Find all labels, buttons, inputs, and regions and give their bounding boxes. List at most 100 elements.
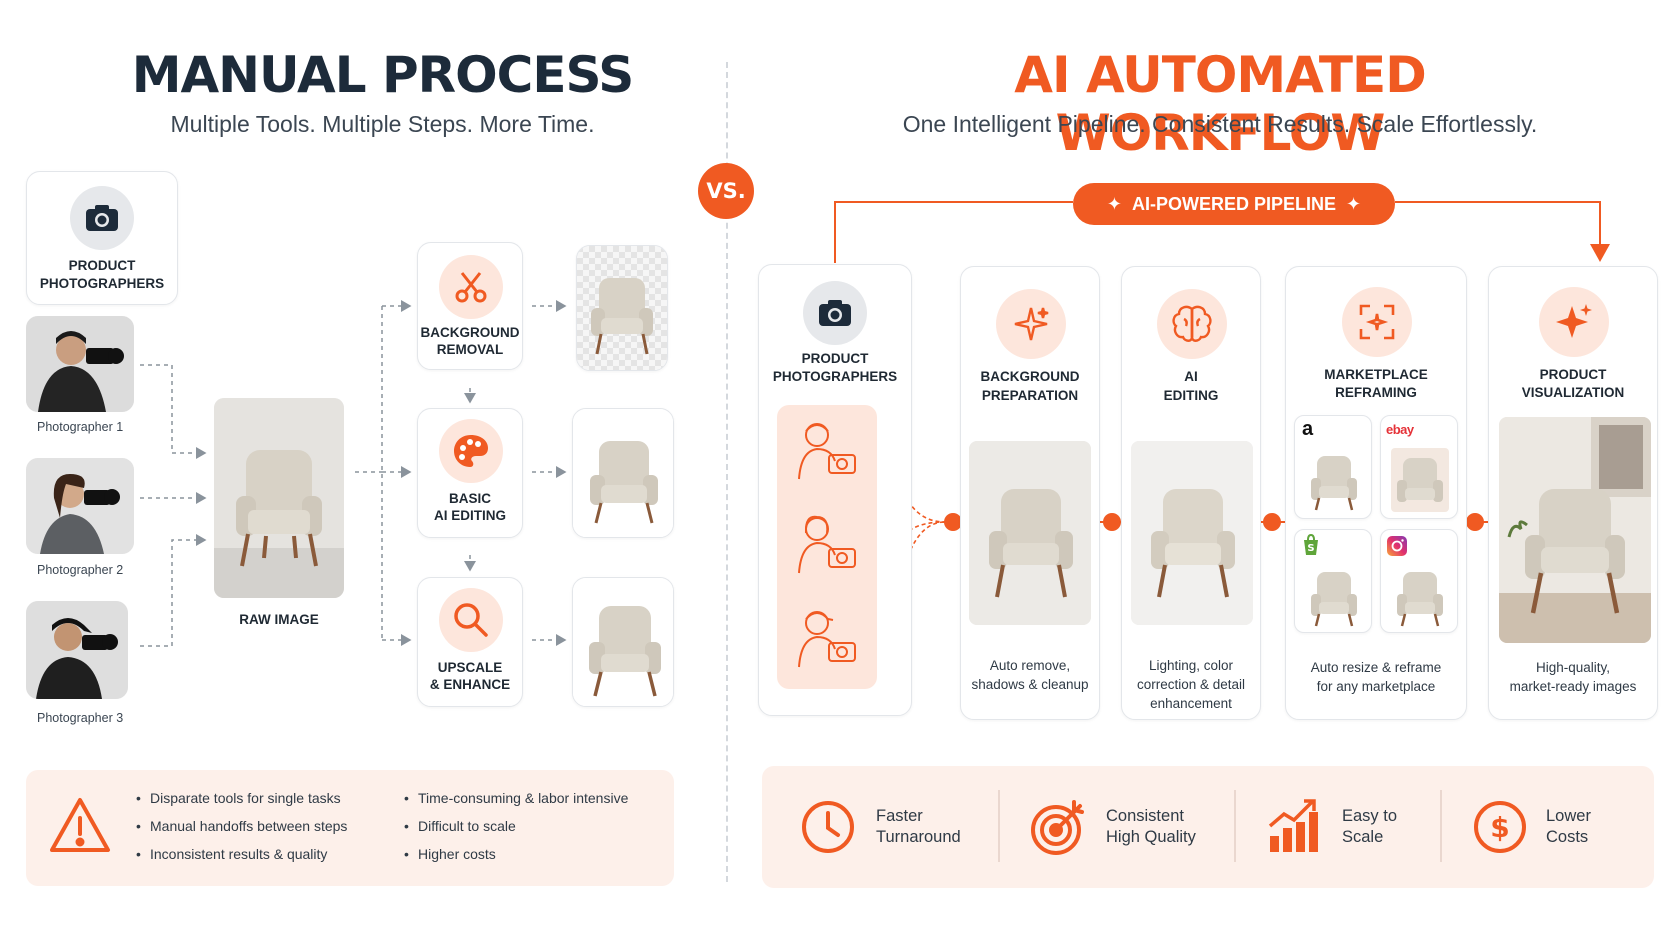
pipeline-label: AI-POWERED PIPELINE [1131, 193, 1337, 214]
ai-stage-ai-editing[interactable]: AI EDITING Lighting, color correction & … [1121, 266, 1261, 720]
ai-pipeline-pill: ✦ AI-POWERED PIPELINE ✦ [1073, 183, 1395, 225]
stage-1-desc-2: shadows & cleanup [971, 677, 1089, 692]
stage-2-desc-2: correction & detail [1136, 677, 1246, 692]
ai-stage-background-preparation[interactable]: BACKGROUND PREPARATION Auto remove, shad… [960, 266, 1100, 720]
manual-photographers-label-2: PHOTOGRAPHERS [39, 276, 165, 291]
benefit-3-line-2: Scale [1342, 828, 1384, 846]
scissors-icon [439, 255, 503, 319]
benefit-separator [1234, 790, 1236, 862]
issue-2: Manual handoffs between steps [136, 818, 347, 834]
stage-4-desc-2: market-ready images [1509, 679, 1637, 694]
photographers-group [777, 405, 877, 689]
benefit-separator [998, 790, 1000, 862]
issue-4: Time-consuming & labor intensive [404, 790, 628, 806]
stage-1-label-2: PREPARATION [981, 388, 1079, 403]
camera-icon [803, 281, 867, 345]
sparkle-icon: ✦ [1106, 193, 1122, 214]
step-1-label-1: BACKGROUND [420, 325, 520, 340]
photographer-1-caption: Photographer 1 [37, 420, 124, 434]
ai-photographers-label-1: PRODUCT [801, 351, 869, 366]
manual-issues-panel [26, 770, 674, 886]
instagram-tile [1380, 529, 1458, 633]
issue-3: Inconsistent results & quality [136, 846, 327, 862]
shopify-logo: S [1304, 534, 1318, 555]
center-divider [726, 62, 728, 882]
sparkles-icon [996, 289, 1066, 359]
manual-step-upscale-enhance[interactable]: UPSCALE & ENHANCE [417, 577, 523, 707]
stage-2-desc-3: enhancement [1150, 696, 1232, 711]
output-transparent-chair [576, 245, 668, 371]
photographer-1-photo [26, 316, 134, 412]
ai-title: AI AUTOMATED WORKFLOW [1014, 46, 1426, 162]
growth-chart-icon [1266, 798, 1322, 859]
ai-stage-marketplace-reframing[interactable]: MARKETPLACE REFRAMING a ebay S Auto resi… [1285, 266, 1467, 720]
reframe-icon [1342, 287, 1412, 357]
dollar-icon: $ [1472, 799, 1528, 860]
step-3-label-1: UPSCALE [437, 660, 503, 675]
manual-title: MANUAL PROCESS [131, 46, 635, 104]
step-1-label-2: REMOVAL [436, 342, 504, 357]
brain-icon [1157, 289, 1227, 359]
issue-1: Disparate tools for single tasks [136, 790, 341, 806]
shopify-tile: S [1294, 529, 1372, 633]
stage-2-chair-photo [1131, 441, 1253, 625]
amazon-logo: a [1302, 418, 1314, 440]
stage-2-label-1: AI [1184, 369, 1198, 384]
svg-text:$: $ [1490, 811, 1509, 844]
svg-text:S: S [1307, 543, 1314, 554]
manual-photographers-card: PRODUCT PHOTOGRAPHERS [26, 171, 178, 305]
lifestyle-chair-photo [1499, 417, 1651, 643]
output-upscaled-chair [572, 577, 674, 707]
stage-3-desc-1: Auto resize & reframe [1310, 660, 1442, 675]
photographer-icon [798, 423, 856, 480]
vs-badge: VS. [698, 163, 754, 219]
stage-4-label-1: PRODUCT [1539, 367, 1607, 382]
warning-icon [48, 796, 112, 859]
palette-icon [439, 419, 503, 483]
sparkle-star-icon [1539, 287, 1609, 357]
raw-image-label: RAW IMAGE [239, 612, 319, 627]
pipeline-node-4 [1466, 513, 1484, 531]
sparkle-icon: ✦ [1346, 193, 1362, 214]
stage-1-label-1: BACKGROUND [980, 369, 1080, 384]
photographer-icon [798, 611, 856, 668]
manual-subtitle: Multiple Tools. Multiple Steps. More Tim… [170, 111, 595, 137]
issue-5: Difficult to scale [404, 818, 516, 834]
camera-icon [70, 186, 134, 250]
manual-step-basic-ai-editing[interactable]: BASIC AI EDITING [417, 408, 523, 538]
raw-image-photo [214, 398, 344, 598]
step-3-label-2: & ENHANCE [429, 677, 511, 692]
stage-4-label-2: VISUALIZATION [1521, 385, 1625, 400]
stage-1-desc-1: Auto remove, [989, 658, 1071, 673]
ai-subtitle: One Intelligent Pipeline. Consistent Res… [902, 111, 1538, 137]
clock-icon [800, 799, 856, 860]
ai-photographers-label-2: PHOTOGRAPHERS [772, 369, 898, 384]
benefit-4-line-1: Lower [1546, 807, 1591, 825]
benefit-separator [1440, 790, 1442, 862]
manual-step-background-removal[interactable]: BACKGROUND REMOVAL [417, 242, 523, 370]
amazon-tile: a [1294, 415, 1372, 519]
photographer-3-caption: Photographer 3 [37, 711, 124, 725]
stage-3-label-1: MARKETPLACE [1324, 367, 1428, 382]
benefit-4-line-2: Costs [1546, 828, 1589, 846]
pipeline-node-3 [1263, 513, 1281, 531]
stage-3-label-2: REFRAMING [1335, 385, 1417, 400]
output-edited-chair [572, 408, 674, 538]
armchair-icon [236, 450, 322, 567]
photographer-icon [798, 515, 856, 574]
pipeline-node-2 [1103, 513, 1121, 531]
benefit-2-line-2: High Quality [1106, 828, 1196, 846]
step-2-label-1: BASIC [448, 491, 491, 506]
benefit-1-line-1: Faster [876, 807, 923, 825]
manual-photographers-label-1: PRODUCT [68, 258, 136, 273]
benefit-2-line-1: Consistent [1106, 807, 1184, 825]
benefits-panel [762, 766, 1654, 888]
ai-stage-product-visualization[interactable]: PRODUCT VISUALIZATION High-quality, mark… [1488, 266, 1658, 720]
stage-3-desc-2: for any marketplace [1316, 679, 1436, 694]
benefit-3-line-1: Easy to [1342, 807, 1398, 825]
photographer-2-caption: Photographer 2 [37, 563, 124, 577]
issue-6: Higher costs [404, 846, 496, 862]
stage-4-desc-1: High-quality, [1535, 660, 1611, 675]
photographer-2-photo [26, 458, 134, 554]
ai-photographers-card: PRODUCT PHOTOGRAPHERS [758, 264, 912, 716]
